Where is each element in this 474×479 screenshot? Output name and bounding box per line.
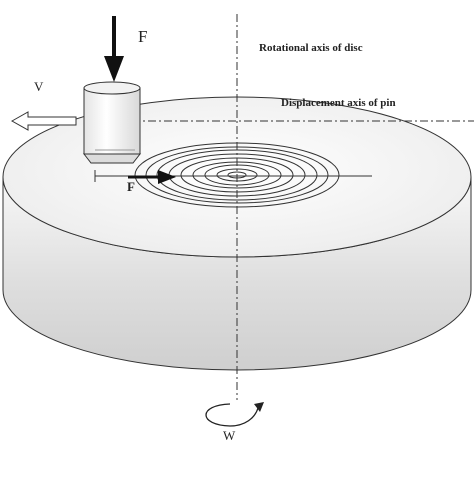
pin-body <box>83 87 141 155</box>
rotation-arrow-icon <box>205 402 264 427</box>
friction-force-arrow <box>128 170 176 184</box>
rotational-axis-label: Rotational axis of disc <box>259 42 363 54</box>
force-label: F <box>138 27 147 46</box>
velocity-label: V <box>34 79 44 94</box>
rotation-speed-label: W <box>223 428 236 443</box>
displacement-axis-label: Displacement axis of pin <box>281 97 396 109</box>
pin-top-face <box>83 81 141 95</box>
pin <box>82 81 142 164</box>
load-arrow <box>104 16 124 82</box>
friction-force-label: F <box>127 179 135 194</box>
pin-tip <box>82 153 142 164</box>
velocity-arrow <box>10 111 77 131</box>
